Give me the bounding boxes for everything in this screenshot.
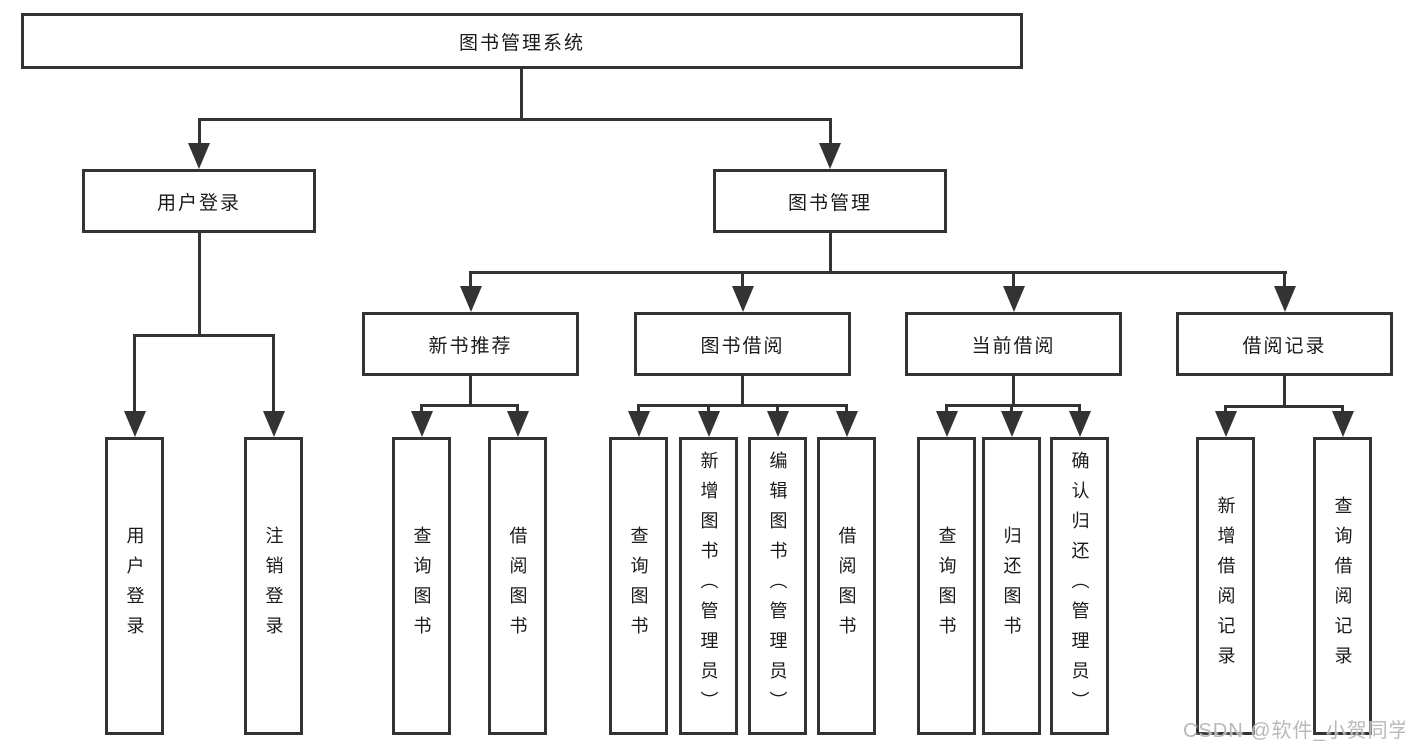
leaf-query-books-borrowing: 查询图书 [609,437,668,735]
connector [637,404,848,407]
connector [1283,271,1286,289]
connector [945,404,948,416]
arrowhead-down-icon [460,286,482,312]
connector [469,271,472,289]
node-borrowing-records: 借阅记录 [1176,312,1393,376]
node-user-login: 用户登录 [82,169,316,233]
leaf-query-books-current: 查询图书 [917,437,976,735]
connector [1010,404,1013,416]
leaf-user-login: 用户登录 [105,437,164,735]
leaf-logout: 注销登录 [244,437,303,735]
connector [845,404,848,416]
connector [469,271,1287,274]
node-book-borrowing: 图书借阅 [634,312,851,376]
leaf-confirm-return-admin: 确认归还（管理员） [1050,437,1109,735]
connector [829,233,832,274]
connector [272,334,275,415]
arrowhead-down-icon [188,143,210,169]
leaf-return-books: 归还图书 [982,437,1041,735]
leaf-add-borrow-record: 新增借阅记录 [1196,437,1255,735]
connector [420,404,519,407]
arrowhead-down-icon [1003,286,1025,312]
connector [637,404,640,416]
node-new-book-recommend: 新书推荐 [362,312,579,376]
connector [1224,405,1344,408]
arrowhead-down-icon [819,143,841,169]
connector [1078,404,1081,416]
connector [133,334,275,337]
arrowhead-down-icon [936,411,958,437]
arrowhead-down-icon [1069,411,1091,437]
watermark: CSDN @软件_小贺同学 [1183,720,1405,742]
connector [1224,405,1227,416]
arrowhead-down-icon [836,411,858,437]
arrowhead-down-icon [732,286,754,312]
arrowhead-down-icon [411,411,433,437]
arrowhead-down-icon [263,411,285,437]
arrowhead-down-icon [1332,411,1354,437]
arrowhead-down-icon [1215,411,1237,437]
connector [776,404,779,416]
connector [516,404,519,416]
arrowhead-down-icon [1001,411,1023,437]
connector [198,233,201,335]
connector [1012,376,1015,406]
arrowhead-down-icon [1274,286,1296,312]
node-root-book-management-system: 图书管理系统 [21,13,1023,69]
connector [198,118,201,146]
connector [1283,376,1286,407]
arrowhead-down-icon [698,411,720,437]
connector [707,404,710,416]
arrowhead-down-icon [507,411,529,437]
leaf-add-books-admin: 新增图书（管理员） [679,437,738,735]
connector [1341,405,1344,416]
arrowhead-down-icon [628,411,650,437]
connector [741,376,744,406]
connector [469,376,472,406]
leaf-borrow-books-recommend: 借阅图书 [488,437,547,735]
connector [133,334,136,415]
leaf-query-borrow-record: 查询借阅记录 [1313,437,1372,735]
connector [945,404,1081,407]
arrowhead-down-icon [124,411,146,437]
connector [741,271,744,289]
connector [520,69,523,119]
node-book-management: 图书管理 [713,169,947,233]
arrowhead-down-icon [767,411,789,437]
connector [829,118,832,146]
node-current-borrowing: 当前借阅 [905,312,1122,376]
leaf-edit-books-admin: 编辑图书（管理员） [748,437,807,735]
leaf-borrow-books: 借阅图书 [817,437,876,735]
leaf-query-books-recommend: 查询图书 [392,437,451,735]
connector [198,118,832,121]
connector [420,404,423,416]
connector [1012,271,1015,289]
